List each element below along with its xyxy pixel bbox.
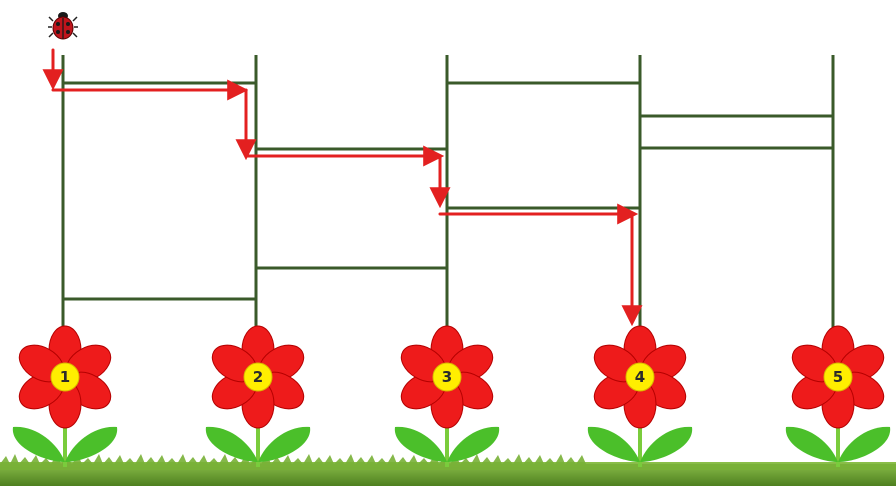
leaf [447,427,499,462]
traced-path [53,50,634,322]
ladybug-icon [48,12,78,39]
flower-number-label: 3 [442,368,452,386]
leaf [588,427,640,462]
leaf [640,427,692,462]
leaf [13,427,65,462]
leaf [786,427,838,462]
leaf [65,427,117,462]
leaf [206,427,258,462]
flower-icon: 5 [786,326,890,467]
flower-number-label: 4 [635,368,645,386]
flower-number-label: 5 [833,368,843,386]
leaf [395,427,447,462]
flower-icon: 2 [206,326,310,467]
leaf [838,427,890,462]
flower-number-label: 1 [60,368,70,386]
ladder [63,55,833,352]
leaf [258,427,310,462]
flowers: 1 2 3 4 5 [13,326,890,467]
flower-icon: 4 [588,326,692,467]
flower-number-label: 2 [253,368,263,386]
flower-icon: 1 [13,326,117,467]
flower-icon: 3 [395,326,499,467]
